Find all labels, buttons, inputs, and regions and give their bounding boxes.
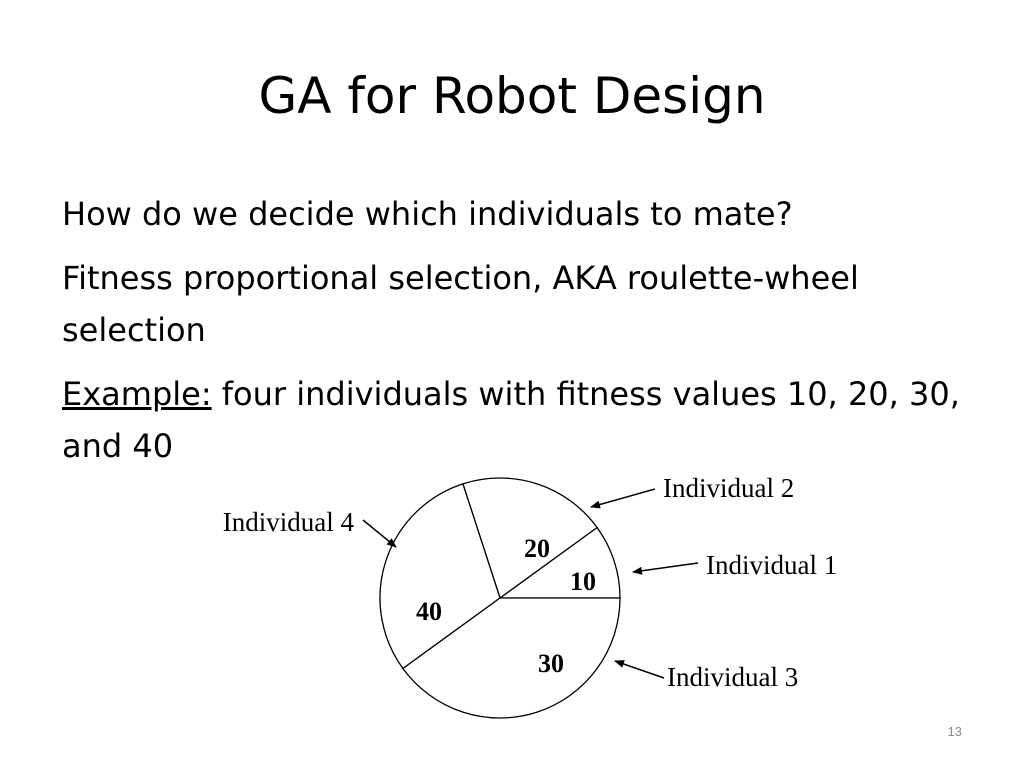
bullet-list: How do we decide which individuals to ma…: [62, 188, 962, 484]
pie-value-label-2: 20: [524, 534, 550, 563]
pie-callout-arrow-1: [632, 562, 699, 575]
example-text: four individuals with fitness values 10,…: [62, 375, 960, 465]
bullet-example: Example: four individuals with fitness v…: [62, 368, 962, 472]
slide-title: GA for Robot Design: [258, 67, 766, 125]
pie-slice-2: [462, 477, 598, 600]
pie-callout-label-1: Individual 1: [706, 550, 837, 580]
bullet-selection-method: Fitness proportional selection, AKA roul…: [62, 259, 859, 349]
pie-callout-arrow-3: [614, 660, 665, 679]
pie-callout-arrow-4: [362, 519, 397, 548]
pie-slice-3: [379, 483, 501, 670]
pie-value-label-1: 10: [570, 567, 596, 596]
pie-callout-label-4: Individual 4: [223, 507, 355, 537]
pie-value-label-4: 40: [416, 597, 442, 626]
example-prefix: Example:: [62, 375, 212, 413]
pie-slices: [379, 477, 621, 719]
pie-callouts: Individual 1 Individual 2 Individual 3 Indi…: [223, 473, 837, 692]
pie-value-labels: 10 20 30 40: [416, 534, 596, 678]
pie-callout-arrow-2: [590, 488, 656, 509]
pie-callout-label-3: Individual 3: [667, 662, 798, 692]
pie-slice-4: [402, 597, 621, 719]
pie-callout-label-2: Individual 2: [663, 473, 794, 503]
bullet-question: How do we decide which individuals to ma…: [62, 195, 793, 233]
pie-slice-1: [497, 526, 621, 599]
pie-value-label-3: 30: [538, 649, 564, 678]
slide-number: 13: [947, 724, 962, 739]
